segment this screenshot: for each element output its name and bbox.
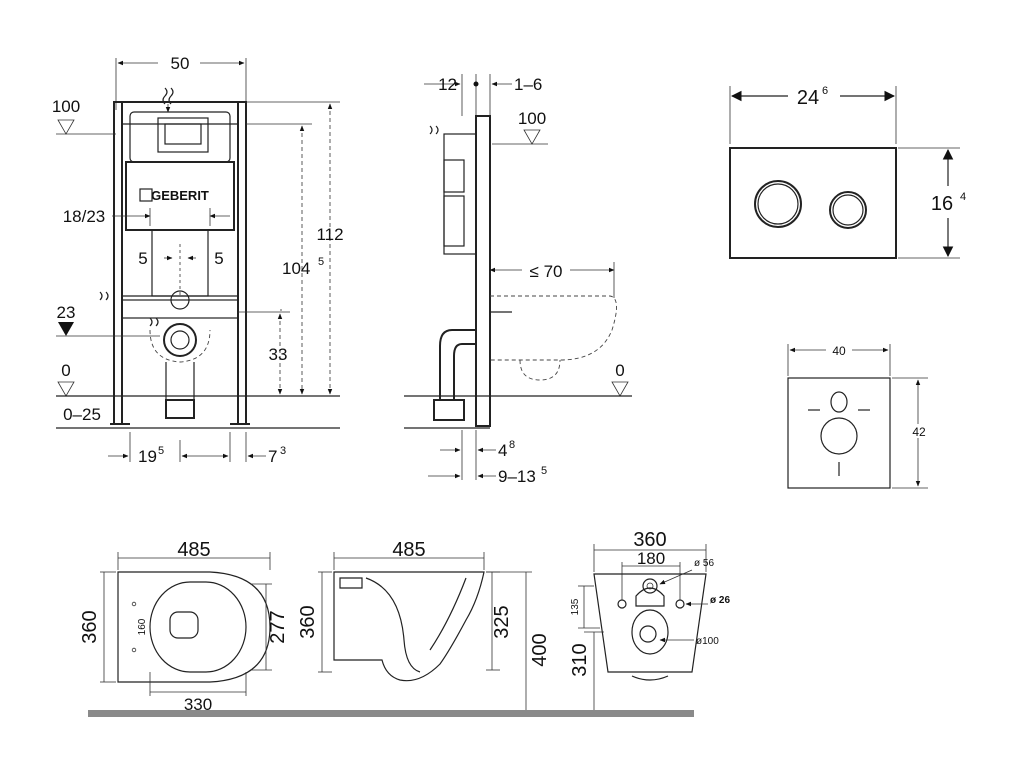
front-floor-ref-label: 0 xyxy=(61,361,70,380)
wall-range-label: 9–13 xyxy=(498,467,536,486)
water-connection-icon xyxy=(99,291,109,301)
foot-range-label: 0–25 xyxy=(63,405,101,424)
toilet-bowl-top xyxy=(117,571,271,683)
wall-plate-view: 40 42 xyxy=(787,342,930,489)
side-floor-marker-icon xyxy=(611,381,629,397)
side-height-label: 360 xyxy=(297,605,319,638)
brand-logo: GEBERIT xyxy=(151,188,209,203)
wall-gap-label: 1–6 xyxy=(514,75,542,94)
actuator-height-label: 104 xyxy=(282,259,310,278)
side-top-depth-label: 12 xyxy=(438,75,457,94)
level-marker-icon xyxy=(57,119,75,135)
frame-depth-sup: 8 xyxy=(509,439,515,451)
back-width-label: 360 xyxy=(633,529,666,551)
wall-plate xyxy=(787,377,891,489)
toilet-bowl-back xyxy=(593,573,707,673)
toilet-side-view: 485 360 325 400 xyxy=(297,539,551,712)
foot-left-dim-sup2: 5 xyxy=(158,445,164,457)
floor-bar xyxy=(88,710,694,717)
bolt-dia-label: ø 26 xyxy=(710,595,730,606)
front-top-ref-label: 100 xyxy=(52,97,80,116)
hole-spacing-label: 160 xyxy=(137,618,148,635)
flush-plate-view: 24 6 16 4 xyxy=(729,85,966,259)
flush-plate-height-sup: 4 xyxy=(960,191,966,203)
toilet-top-view: 485 360 160 277 330 xyxy=(79,539,289,714)
actuator-height-sup: 5 xyxy=(318,256,324,268)
flush-plate-height-label: 16 xyxy=(931,193,953,215)
toilet-back-view: 360 180 ø 56 ø 26 ø100 135 310 xyxy=(569,529,730,712)
brand-mark-icon xyxy=(139,188,153,202)
flush-plate-width-label: 24 xyxy=(797,87,819,109)
side-floor-ref-label: 0 xyxy=(615,361,624,380)
top-length-label: 485 xyxy=(177,539,210,561)
seat-width-label: 277 xyxy=(267,610,289,643)
flush-connection-icon xyxy=(149,317,159,327)
foot-left-dim-label: 19 xyxy=(138,447,157,466)
bolt-spacing-label: 18/23 xyxy=(63,207,106,226)
front-total-height-label: 112 xyxy=(316,225,343,244)
frame-depth-label: 4 xyxy=(498,441,507,460)
wall-plate-width-label: 40 xyxy=(832,344,846,358)
top-width-label: 360 xyxy=(79,610,101,643)
mount-height-label: 400 xyxy=(529,633,551,666)
water-inlet-icon xyxy=(162,87,174,105)
side-length-label: 485 xyxy=(392,539,425,561)
filled-level-marker-icon xyxy=(58,322,74,336)
front-view: 50 GEBERIT 100 18/23 xyxy=(52,54,344,466)
inlet-dia-label: ø 56 xyxy=(694,558,714,569)
flush-button-small xyxy=(829,191,867,229)
flush-button-large xyxy=(754,180,802,228)
base-length-label: 330 xyxy=(184,695,212,714)
side-view: 12 1–6 100 ≤ 70 0 4 8 xyxy=(404,74,632,486)
drain-offset-left-label: 5 xyxy=(138,249,147,268)
foot-right-dim-sup: 3 xyxy=(280,445,286,457)
side-water-icon xyxy=(429,125,439,135)
outlet-height-label-back: 310 xyxy=(569,643,591,676)
flush-plate xyxy=(729,147,897,259)
back-bolt-spacing-label: 180 xyxy=(637,549,665,568)
wall-range-sup: 5 xyxy=(541,465,547,477)
inlet-height-label: 135 xyxy=(570,598,581,615)
foot-right-dim-label: 7 xyxy=(268,447,277,466)
wall-plate-height-label: 42 xyxy=(912,425,926,439)
supply-level-label: 23 xyxy=(57,303,76,322)
toilet-bowl-side xyxy=(333,571,485,682)
flush-plate-width-sup: 6 xyxy=(822,85,828,97)
side-top-ref-label: 100 xyxy=(518,109,546,128)
drain-offset-right-label: 5 xyxy=(214,249,223,268)
drain-height-label: 33 xyxy=(269,345,288,364)
side-level-marker-icon xyxy=(523,129,541,145)
front-width-label: 50 xyxy=(171,54,190,73)
outlet-height-label: 325 xyxy=(491,605,513,638)
floor-marker-icon xyxy=(57,381,75,397)
outlet-dia-label: ø100 xyxy=(696,636,719,647)
bowl-projection-label: ≤ 70 xyxy=(530,262,563,281)
